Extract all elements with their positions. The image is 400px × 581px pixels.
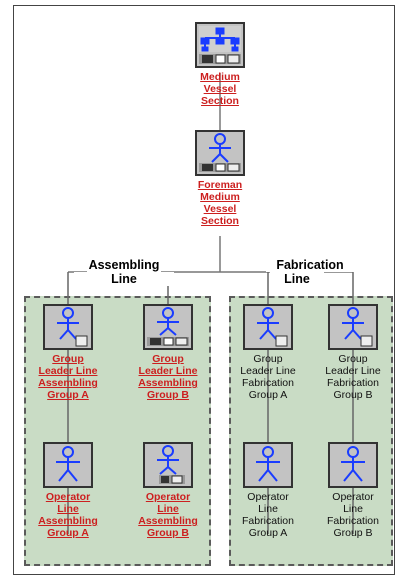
label-line: Medium (200, 191, 240, 203)
label-line: Group B (147, 527, 189, 539)
fabrication-leader-a-node[interactable]: Group Leader Line Fabrication Group A (227, 304, 309, 401)
label-line: Medium (200, 71, 240, 83)
label-line: Group B (333, 389, 373, 401)
assembling-leader-a-node[interactable]: Group Leader Line Assembling Group A (27, 304, 109, 401)
label-line: Fabrication (242, 515, 294, 527)
label-line: Assembling (138, 515, 198, 527)
assembling-line-label: Assembling Line (74, 258, 174, 286)
person-icon (328, 304, 378, 350)
label-line: Line (343, 503, 363, 515)
label-line: Fabrication (327, 515, 379, 527)
label-line: Group B (147, 389, 189, 401)
label-line: Leader Line (138, 365, 198, 377)
label-line: Operator (247, 491, 289, 503)
assembling-leader-b-label[interactable]: Group Leader Line Assembling Group B (127, 353, 209, 401)
label-line: Group (253, 353, 283, 365)
label-line: Fabrication (327, 377, 379, 389)
assembling-operator-b-node[interactable]: Operator Line Assembling Group B (127, 442, 209, 539)
fabrication-operator-b-node[interactable]: Operator Line Fabrication Group B (312, 442, 394, 539)
person-icon (328, 442, 378, 488)
foreman-node[interactable]: Foreman Medium Vessel Section (179, 130, 261, 227)
person-icon (43, 442, 93, 488)
label-line: Group (52, 353, 84, 365)
person-icon (43, 304, 93, 350)
label-line: Operator (145, 491, 191, 503)
label-line: Assembling (38, 515, 98, 527)
label-line: Group (152, 353, 184, 365)
line-label-text: Line (270, 272, 324, 286)
label-line: Fabrication (242, 377, 294, 389)
assembling-operator-a-node[interactable]: Operator Line Assembling Group A (27, 442, 109, 539)
section-node[interactable]: Medium Vessel Section (179, 22, 261, 107)
person-icon (243, 442, 293, 488)
label-line: Leader Line (325, 365, 381, 377)
assembling-leader-a-label[interactable]: Group Leader Line Assembling Group A (27, 353, 109, 401)
label-line: Leader Line (240, 365, 296, 377)
label-line: Assembling (38, 377, 98, 389)
org-chart-icon (195, 22, 245, 68)
label-line: Group A (47, 527, 89, 539)
label-line: Vessel (203, 203, 237, 215)
foreman-label[interactable]: Foreman Medium Vessel Section (179, 179, 261, 227)
label-line: Line (57, 503, 79, 515)
label-line: Group (338, 353, 368, 365)
assembling-operator-b-label[interactable]: Operator Line Assembling Group B (127, 491, 209, 539)
fabrication-leader-b-node[interactable]: Group Leader Line Fabrication Group B (312, 304, 394, 401)
fabrication-leader-b-label: Group Leader Line Fabrication Group B (312, 353, 394, 401)
line-label-text: Fabrication (266, 258, 354, 272)
label-line: Section (201, 215, 239, 227)
fabrication-operator-b-label: Operator Line Fabrication Group B (312, 491, 394, 539)
label-line: Group B (333, 527, 373, 539)
label-line: Group A (248, 389, 288, 401)
line-label-text: Assembling (86, 258, 162, 272)
label-line: Group A (248, 527, 288, 539)
fabrication-operator-a-label: Operator Line Fabrication Group A (227, 491, 309, 539)
label-line: Operator (45, 491, 91, 503)
line-label-text: Line (74, 272, 174, 286)
label-line: Line (258, 503, 278, 515)
label-line: Vessel (203, 83, 237, 95)
person-icon (143, 304, 193, 350)
label-line: Group A (47, 389, 89, 401)
fabrication-line-label: Fabrication Line (266, 258, 354, 286)
assembling-leader-b-node[interactable]: Group Leader Line Assembling Group B (127, 304, 209, 401)
person-icon (195, 130, 245, 176)
section-label[interactable]: Medium Vessel Section (179, 71, 261, 107)
label-line: Foreman (197, 179, 243, 191)
assembling-operator-a-label[interactable]: Operator Line Assembling Group A (27, 491, 109, 539)
label-line: Leader Line (38, 365, 98, 377)
label-line: Assembling (138, 377, 198, 389)
person-icon (243, 304, 293, 350)
label-line: Line (157, 503, 179, 515)
fabrication-leader-a-label: Group Leader Line Fabrication Group A (227, 353, 309, 401)
person-icon (143, 442, 193, 488)
fabrication-operator-a-node[interactable]: Operator Line Fabrication Group A (227, 442, 309, 539)
label-line: Section (201, 95, 239, 107)
label-line: Operator (332, 491, 374, 503)
